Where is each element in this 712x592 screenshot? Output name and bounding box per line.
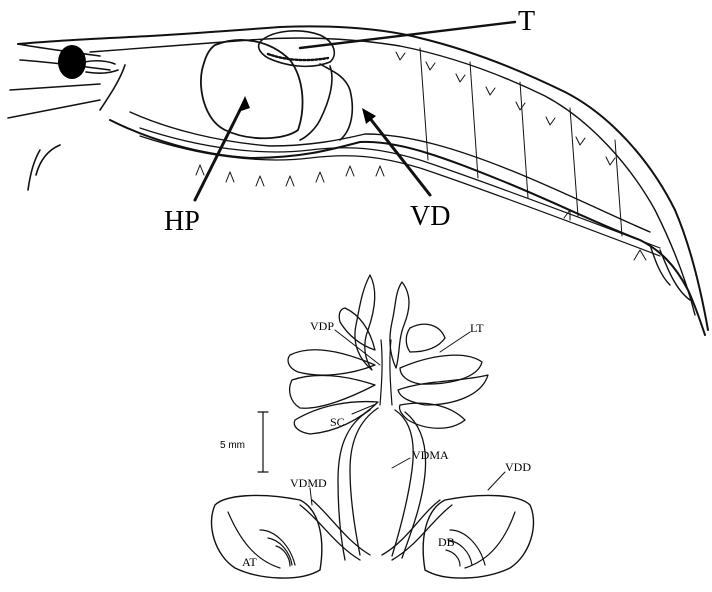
- testis-outline: [259, 31, 335, 67]
- central-duct: [380, 340, 392, 405]
- vd-left-tube: [338, 408, 378, 560]
- leader-VD: [365, 112, 430, 195]
- testis-tubules: [268, 54, 328, 60]
- label-HP: HP: [164, 206, 200, 237]
- vd-v-ducts: [300, 500, 452, 560]
- testis-lobe-4: [406, 324, 445, 352]
- leader-VDMD: [310, 488, 312, 505]
- label-VDP: VDP: [310, 319, 334, 333]
- testis-lobe-3: [339, 308, 375, 350]
- ampoule-left: [212, 495, 322, 578]
- ampoule-right-inner: [446, 512, 515, 568]
- shrimp-dorsal-inner: [90, 38, 695, 315]
- shrimp-rostrum: [8, 44, 110, 118]
- vas-deferens: [300, 64, 352, 140]
- label-T: T: [518, 6, 535, 37]
- label-SC: SC: [330, 415, 345, 429]
- leader-HP-arrowhead: [238, 96, 250, 112]
- shrimp-illustration: [8, 26, 708, 335]
- shrimp-leaders: [195, 22, 515, 200]
- label-AT: AT: [242, 555, 257, 569]
- label-VDMA: VDMA: [412, 448, 449, 462]
- scale-bar: [258, 412, 268, 472]
- ampoule-left-inner: [228, 512, 295, 568]
- label-VDMD: VDMD: [290, 476, 327, 490]
- leader-VDMA: [392, 458, 410, 468]
- testis-lobe-6: [400, 355, 482, 384]
- label-DB: DB: [438, 535, 455, 549]
- shrimp-tail: [650, 245, 690, 300]
- testis-lobe-8: [398, 375, 488, 405]
- testis-lobe-7: [290, 375, 375, 408]
- testis-lobe-2: [390, 282, 409, 368]
- leader-VDD: [488, 472, 505, 490]
- label-VD: VD: [410, 201, 450, 232]
- shrimp-antennae: [28, 65, 125, 190]
- leader-LT: [440, 332, 470, 352]
- testis-lobe-5: [288, 350, 375, 375]
- leader-VDP: [335, 330, 380, 365]
- label-VDD: VDD: [505, 460, 531, 474]
- shrimp-eye: [58, 45, 86, 79]
- testis-lobe-1: [355, 275, 375, 370]
- reproductive-illustration: [212, 275, 534, 578]
- scale-bar-label: 5 mm: [220, 440, 245, 451]
- label-LT: LT: [470, 321, 484, 335]
- hepatopancreas-outline: [201, 40, 303, 138]
